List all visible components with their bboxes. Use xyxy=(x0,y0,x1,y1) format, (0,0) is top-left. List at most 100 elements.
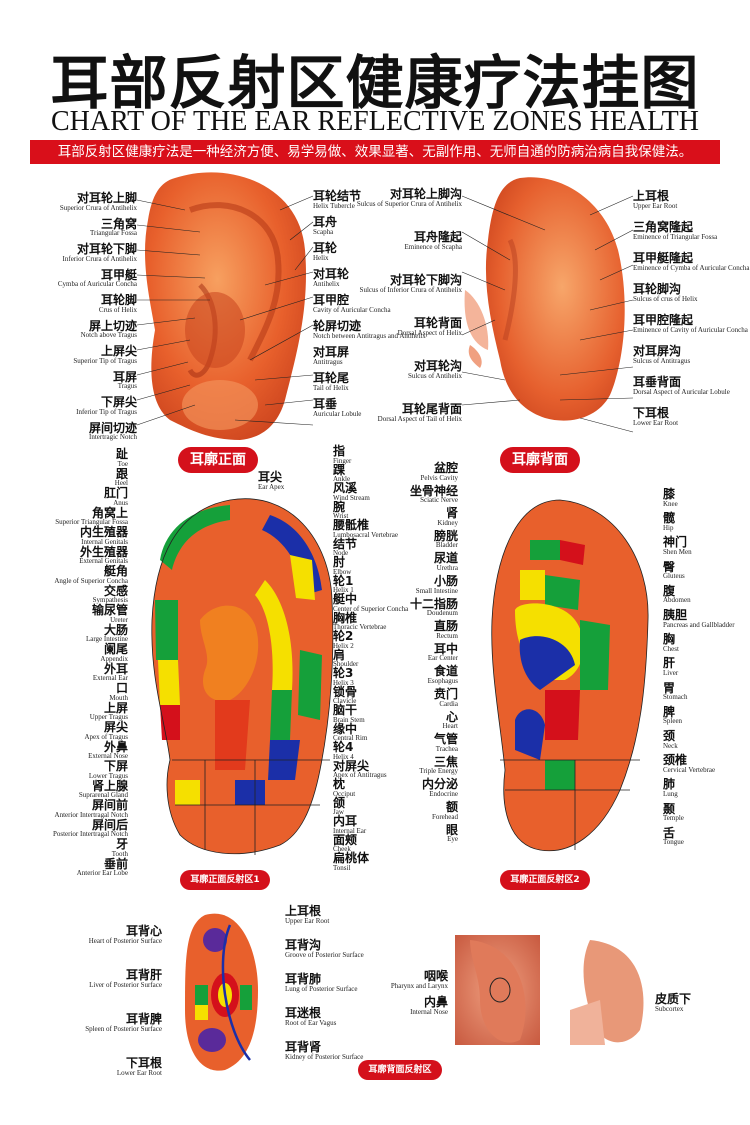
label-en: Gluteus xyxy=(663,572,685,581)
label-en: Heel xyxy=(114,479,128,488)
label-zh: 指 xyxy=(333,444,346,458)
label-zh: 锁骨 xyxy=(333,684,358,699)
label-en: Antitragus xyxy=(313,357,343,366)
label-zh: 耳轮脚 xyxy=(100,293,137,307)
label-zh: 口 xyxy=(115,681,128,695)
label-zh: 耳背肝 xyxy=(125,968,162,982)
back-reflex-zone-map xyxy=(185,913,258,1071)
label-en: Lower Ear Root xyxy=(633,418,679,427)
label-en: Tongue xyxy=(663,838,684,847)
label-en: Anus xyxy=(113,498,128,507)
label-zh: 耳甲腔隆起 xyxy=(633,313,694,327)
label-en: Cavity of Auricular Concha xyxy=(313,305,391,314)
label-en: Doudenum xyxy=(426,609,458,618)
label-en: Internal Genitals xyxy=(81,537,128,546)
label-zh: 跟 xyxy=(115,466,128,481)
label-zh: 颈椎 xyxy=(663,753,688,768)
label-zh: 内耳 xyxy=(333,814,358,828)
label-en: Groove of Posterior Surface xyxy=(285,950,364,959)
label-zh: 肛门 xyxy=(103,486,128,500)
label-zh: 对耳屏 xyxy=(313,345,350,359)
label-zh: 肾 xyxy=(445,506,458,521)
label-en: Helix xyxy=(313,253,329,262)
label-zh: 肾上腺 xyxy=(91,778,128,793)
label-en: Helix 3 xyxy=(333,678,354,687)
label-zh: 耳屏 xyxy=(112,369,137,384)
label-zh: 三角窝隆起 xyxy=(633,220,694,234)
label-en: Shen Men xyxy=(663,547,692,556)
label-zh: 腹 xyxy=(663,583,676,598)
label-en: Helix Tubercle xyxy=(313,201,355,210)
label-zh: 上耳根 xyxy=(285,904,322,918)
label-zh: 输尿管 xyxy=(91,603,128,617)
ear-close-up-photos xyxy=(455,935,650,1045)
label-en: Pancreas and Gallbladder xyxy=(663,620,735,629)
label-en: Anterior Ear Lobe xyxy=(76,869,128,878)
label-zh: 舌 xyxy=(663,825,676,840)
label-zh: 耳背沟 xyxy=(285,938,322,952)
label-zh: 膝 xyxy=(663,487,676,501)
label-zh: 内鼻 xyxy=(423,995,448,1009)
label-zh: 贲门 xyxy=(433,687,458,701)
label-en: Helix 2 xyxy=(333,641,354,650)
label-en: Triangular Fossa xyxy=(90,229,137,238)
label-zh: 胸 xyxy=(663,632,676,647)
zone1-badge: 耳廓正面反射区1 xyxy=(180,870,270,890)
label-en: Internal Nose xyxy=(410,1007,448,1016)
label-en: Sulcus of Antitragus xyxy=(633,356,691,365)
subtitle-banner: 耳部反射区健康疗法是一种经济方便、易学易做、效果显著、无副作用、无师自通的防病治… xyxy=(30,140,720,164)
label-zh: 阑尾 xyxy=(103,642,128,656)
label-zh: 内分泌 xyxy=(421,777,458,792)
label-zh: 下耳根 xyxy=(633,406,670,420)
label-zh: 外鼻 xyxy=(103,739,128,754)
label-en: Angle of Superior Concha xyxy=(54,576,128,585)
label-zh: 三焦 xyxy=(433,754,458,769)
label-en: Esophagus xyxy=(427,676,458,685)
label-zh: 上屏 xyxy=(103,700,128,715)
label-en: Chest xyxy=(663,644,679,653)
label-en: Kidney xyxy=(437,518,458,527)
label-en: Trachea xyxy=(435,744,458,753)
label-zh: 耳迷根 xyxy=(285,1006,322,1020)
label-zh: 结节 xyxy=(333,536,358,551)
label-zh: 对耳轮 xyxy=(313,267,350,281)
label-zh: 三角窝 xyxy=(100,216,137,231)
label-en: Forehead xyxy=(431,812,458,821)
label-zh: 咽喉 xyxy=(423,969,448,983)
label-zh: 对耳轮下脚沟 xyxy=(389,273,462,287)
label-zh: 腕 xyxy=(333,499,346,514)
label-zh: 交感 xyxy=(103,583,128,598)
label-zh: 屏间前 xyxy=(91,798,128,812)
back-ear-illustration xyxy=(464,177,625,421)
